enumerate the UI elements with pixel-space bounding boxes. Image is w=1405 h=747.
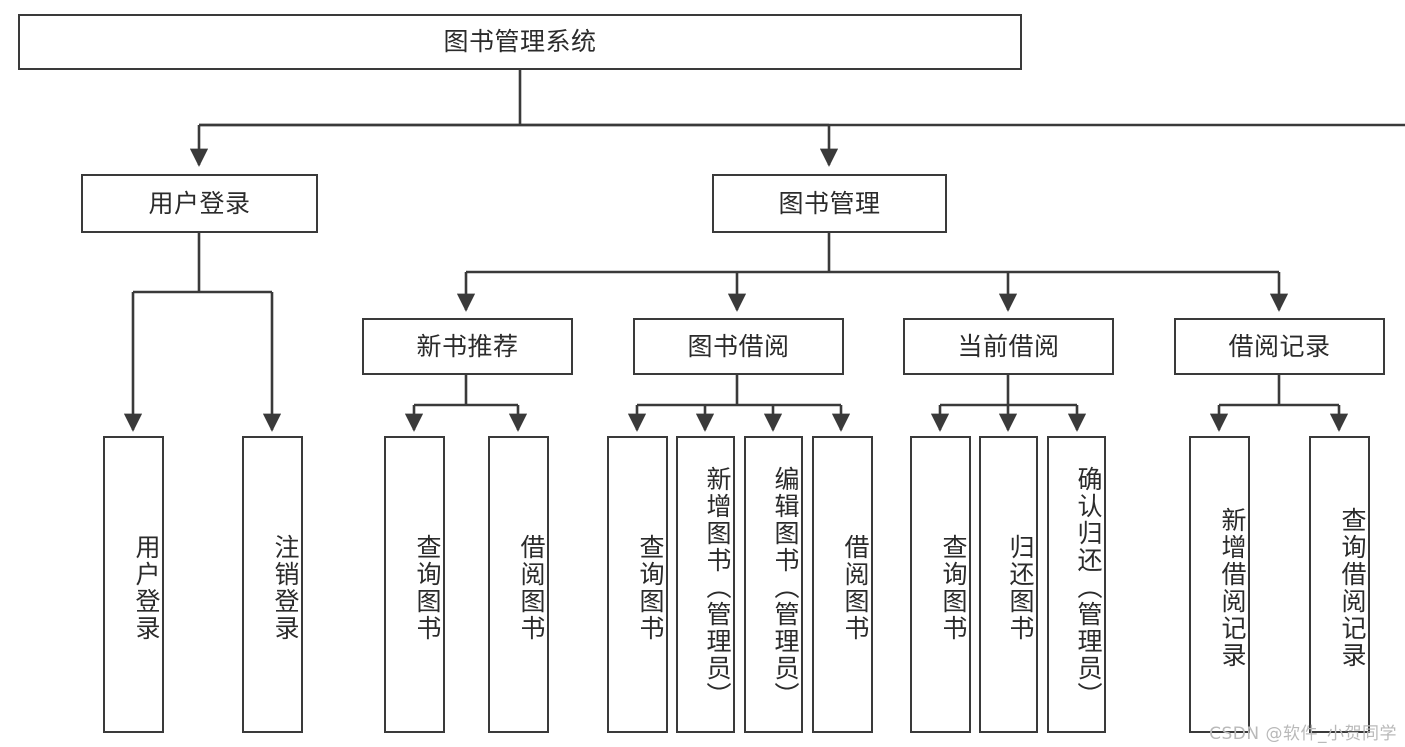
- node-root[interactable]: 图书管理系统: [18, 14, 1022, 70]
- leaf-label: 归还图书: [1006, 533, 1035, 642]
- leaf-label: 借阅图书: [841, 533, 870, 642]
- leaf-query-book-1[interactable]: 查询图书: [384, 436, 445, 733]
- node-book-borrow[interactable]: 图书借阅: [633, 318, 844, 375]
- node-user-login[interactable]: 用户登录: [81, 174, 318, 233]
- leaf-borrow-book-1[interactable]: 借阅图书: [488, 436, 549, 733]
- leaf-query-book-2[interactable]: 查询图书: [607, 436, 668, 733]
- leaf-label: 编辑图书（管理员）: [771, 466, 800, 709]
- node-book-manage[interactable]: 图书管理: [712, 174, 947, 233]
- node-current-borrow[interactable]: 当前借阅: [903, 318, 1114, 375]
- leaf-confirm-return[interactable]: 确认归还（管理员）: [1047, 436, 1106, 733]
- leaf-logout[interactable]: 注销登录: [242, 436, 303, 733]
- leaf-query-record[interactable]: 查询借阅记录: [1309, 436, 1370, 733]
- leaf-query-book-3[interactable]: 查询图书: [910, 436, 971, 733]
- leaf-label: 确认归还（管理员）: [1074, 466, 1103, 709]
- node-borrow-record[interactable]: 借阅记录: [1174, 318, 1385, 375]
- leaf-label: 查询图书: [939, 533, 968, 642]
- leaf-add-book[interactable]: 新增图书（管理员）: [676, 436, 735, 733]
- leaf-label: 新增图书（管理员）: [703, 466, 732, 709]
- leaf-label: 查询借阅记录: [1338, 506, 1367, 669]
- leaf-label: 注销登录: [271, 533, 300, 642]
- leaf-label: 查询图书: [636, 533, 665, 642]
- leaf-label: 借阅图书: [517, 533, 546, 642]
- leaf-user-login[interactable]: 用户登录: [103, 436, 164, 733]
- leaf-label: 查询图书: [413, 533, 442, 642]
- leaf-edit-book[interactable]: 编辑图书（管理员）: [744, 436, 803, 733]
- leaf-label: 新增借阅记录: [1218, 506, 1247, 669]
- leaf-label: 用户登录: [132, 533, 161, 642]
- node-new-book-rec[interactable]: 新书推荐: [362, 318, 573, 375]
- leaf-add-record[interactable]: 新增借阅记录: [1189, 436, 1250, 733]
- leaf-borrow-book-2[interactable]: 借阅图书: [812, 436, 873, 733]
- leaf-return-book[interactable]: 归还图书: [979, 436, 1038, 733]
